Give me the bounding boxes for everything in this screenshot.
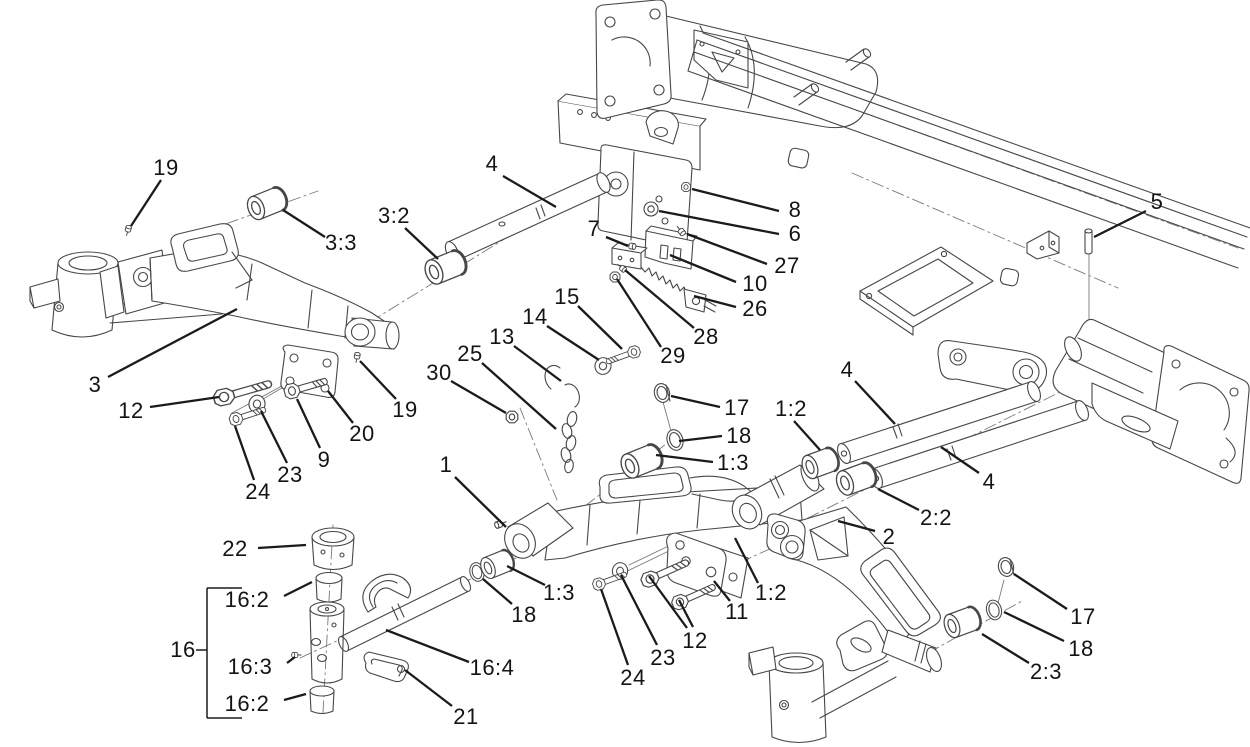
lynch-pin-17 — [995, 555, 1017, 579]
leader-line — [1013, 573, 1068, 610]
leader-line — [837, 519, 876, 533]
leader-line — [877, 487, 920, 512]
leader-line — [359, 360, 397, 400]
leader-line — [259, 410, 289, 464]
bushing-2-3 — [939, 603, 985, 642]
screw-19 — [123, 224, 133, 237]
leader-line — [149, 395, 220, 409]
transaxle-assembly — [557, 0, 879, 248]
bushing-2-2 — [831, 458, 881, 499]
leader-line — [577, 305, 623, 350]
leader-line — [513, 345, 562, 382]
leader-line — [282, 209, 326, 238]
set-screw-16-3 — [291, 652, 302, 658]
right-axle-assembly — [937, 318, 1250, 484]
group-bracket-16 — [196, 587, 242, 719]
leader-line — [658, 209, 780, 236]
pivot-bracket-group — [590, 532, 749, 613]
leader-line — [691, 187, 780, 213]
leader-line — [107, 307, 238, 379]
leader-line — [454, 476, 507, 528]
leader-line — [854, 380, 896, 425]
leader-line — [257, 543, 307, 550]
center-arm-assembly — [493, 462, 825, 561]
leader-line — [482, 578, 513, 605]
leader-line — [327, 390, 354, 424]
leader-line — [599, 588, 630, 666]
leader-line — [404, 227, 439, 260]
leader-line — [233, 425, 256, 481]
leader-line — [670, 394, 721, 409]
leader-line — [286, 656, 296, 664]
leader-line — [793, 420, 821, 451]
leader-line — [283, 692, 307, 702]
screw-19 — [352, 351, 361, 364]
bushing-3-3 — [242, 183, 292, 224]
leader-line — [385, 628, 470, 664]
leader-line — [686, 232, 768, 266]
snap-ring-18 — [983, 597, 1005, 623]
pivot-shafts — [444, 172, 1089, 490]
leader-lines — [107, 175, 1147, 707]
leader-line — [481, 362, 557, 430]
leader-line — [502, 175, 557, 208]
leader-line — [616, 278, 662, 348]
leader-line — [404, 669, 453, 707]
bushing-3-2 — [420, 246, 471, 289]
leader-line — [669, 253, 737, 284]
leader-line — [130, 179, 162, 227]
leader-line — [648, 575, 688, 629]
leader-line — [1003, 610, 1065, 643]
pivot-post-group — [291, 527, 472, 715]
leader-line — [713, 580, 731, 602]
leader-line — [693, 294, 737, 309]
leader-line — [546, 325, 600, 361]
leader-line — [450, 380, 507, 414]
leader-line — [981, 633, 1030, 664]
chain-and-hook — [505, 343, 643, 474]
left-arm-assembly — [29, 223, 400, 364]
nut-8 — [681, 182, 691, 192]
right-arm-assembly — [748, 506, 943, 744]
leader-line — [677, 599, 695, 628]
leader-line — [295, 398, 322, 449]
clevis-pin-5 — [1084, 230, 1093, 255]
nut-30 — [505, 410, 519, 424]
frame-rail — [687, 32, 1250, 336]
leader-line — [678, 434, 723, 443]
mount-plate-group — [211, 344, 339, 428]
leader-line — [624, 269, 695, 329]
leader-line — [940, 446, 980, 474]
leader-line — [733, 537, 760, 584]
leader-line — [605, 235, 629, 248]
leader-line — [655, 453, 714, 464]
leader-line — [1093, 209, 1147, 239]
lynch-pin-17 — [651, 381, 673, 405]
leader-line — [506, 564, 546, 587]
leader-line — [283, 580, 313, 598]
leader-line — [619, 574, 659, 646]
